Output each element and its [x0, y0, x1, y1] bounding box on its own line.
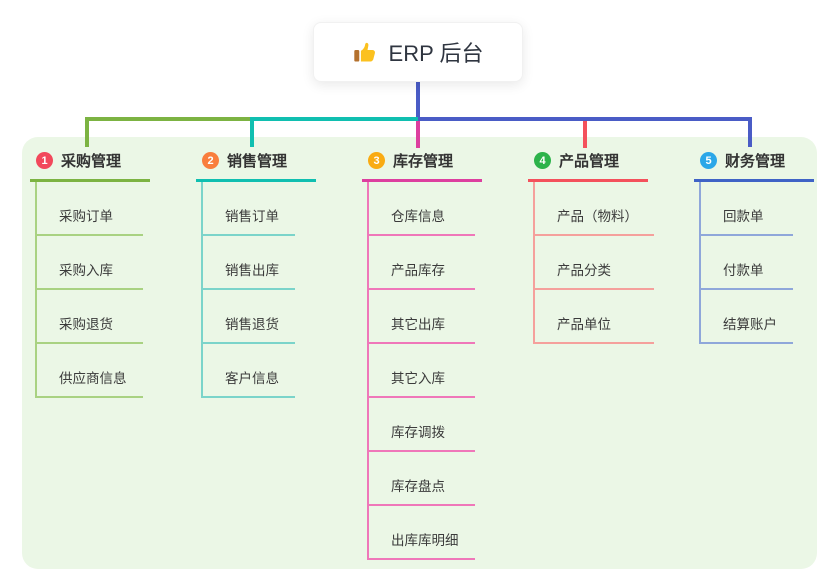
child-label: 销售出库 [225, 263, 279, 278]
child-node[interactable]: 回款单 [701, 182, 793, 236]
child-node[interactable]: 采购订单 [37, 182, 143, 236]
child-label: 付款单 [723, 263, 764, 278]
branch-column-purchase: 1 采购管理 采购订单 采购入库 采购退货 供应商信息 [30, 150, 190, 398]
drop-connector-finance [748, 117, 752, 147]
branch-children: 仓库信息 产品库存 其它出库 其它入库 库存调拨 库存盘点 出库库明细 [367, 182, 475, 560]
connector-segment-teal [253, 117, 418, 121]
branch-label: 采购管理 [61, 153, 122, 170]
child-node[interactable]: 结算账户 [701, 290, 793, 344]
branch-node-sales[interactable]: 2 销售管理 [196, 150, 316, 182]
branch-node-product[interactable]: 4 产品管理 [528, 150, 648, 182]
child-label: 采购订单 [59, 209, 113, 224]
thumbs-up-icon [353, 42, 375, 62]
child-label: 供应商信息 [59, 371, 127, 386]
drop-connector-inventory [416, 121, 420, 148]
child-label: 产品（物料） [557, 209, 638, 224]
child-node[interactable]: 销售订单 [203, 182, 295, 236]
child-node[interactable]: 产品（物料） [535, 182, 654, 236]
branch-label: 产品管理 [559, 153, 620, 170]
branch-column-inventory: 3 库存管理 仓库信息 产品库存 其它出库 其它入库 库存调拨 库存盘点 出库库… [362, 150, 522, 560]
branch-number-badge: 2 [202, 152, 219, 169]
branch-label: 财务管理 [725, 153, 786, 170]
branch-node-finance[interactable]: 5 财务管理 [694, 150, 814, 182]
child-label: 回款单 [723, 209, 764, 224]
child-node[interactable]: 产品库存 [369, 236, 475, 290]
child-node[interactable]: 仓库信息 [369, 182, 475, 236]
child-node[interactable]: 采购退货 [37, 290, 143, 344]
root-stem-connector [416, 82, 420, 118]
branch-column-sales: 2 销售管理 销售订单 销售出库 销售退货 客户信息 [196, 150, 356, 398]
branch-number-badge: 4 [534, 152, 551, 169]
child-node[interactable]: 库存盘点 [369, 452, 475, 506]
drop-connector-sales [250, 117, 254, 147]
child-label: 产品分类 [557, 263, 611, 278]
branch-number-badge: 3 [368, 152, 385, 169]
drop-connector-product [583, 121, 587, 148]
child-label: 结算账户 [723, 317, 777, 332]
child-node[interactable]: 其它入库 [369, 344, 475, 398]
child-node[interactable]: 销售退货 [203, 290, 295, 344]
branch-column-product: 4 产品管理 产品（物料） 产品分类 产品单位 [528, 150, 688, 344]
child-label: 销售退货 [225, 317, 279, 332]
branch-label: 销售管理 [227, 153, 288, 170]
child-node[interactable]: 出库库明细 [369, 506, 475, 560]
child-node[interactable]: 其它出库 [369, 290, 475, 344]
child-label: 库存调拨 [391, 425, 445, 440]
child-node[interactable]: 产品分类 [535, 236, 654, 290]
root-node[interactable]: ERP 后台 [313, 22, 523, 82]
child-node[interactable]: 供应商信息 [37, 344, 143, 398]
child-label: 仓库信息 [391, 209, 445, 224]
child-node[interactable]: 采购入库 [37, 236, 143, 290]
branch-children: 销售订单 销售出库 销售退货 客户信息 [201, 182, 295, 398]
branch-column-finance: 5 财务管理 回款单 付款单 结算账户 [694, 150, 839, 344]
branches-panel [22, 137, 817, 569]
child-label: 产品库存 [391, 263, 445, 278]
child-node[interactable]: 库存调拨 [369, 398, 475, 452]
child-node[interactable]: 客户信息 [203, 344, 295, 398]
branch-node-purchase[interactable]: 1 采购管理 [30, 150, 150, 182]
child-label: 采购退货 [59, 317, 113, 332]
child-label: 出库库明细 [391, 533, 459, 548]
connector-segment-green [85, 117, 253, 121]
child-label: 其它入库 [391, 371, 445, 386]
branch-number-badge: 5 [700, 152, 717, 169]
child-node[interactable]: 付款单 [701, 236, 793, 290]
child-label: 库存盘点 [391, 479, 445, 494]
child-label: 销售订单 [225, 209, 279, 224]
branch-children: 采购订单 采购入库 采购退货 供应商信息 [35, 182, 143, 398]
child-label: 其它出库 [391, 317, 445, 332]
branch-node-inventory[interactable]: 3 库存管理 [362, 150, 482, 182]
branch-children: 回款单 付款单 结算账户 [699, 182, 793, 344]
branch-number-badge: 1 [36, 152, 53, 169]
drop-connector-purchase [85, 117, 89, 147]
child-node[interactable]: 销售出库 [203, 236, 295, 290]
branch-children: 产品（物料） 产品分类 产品单位 [533, 182, 654, 344]
connector-segment-blue [418, 117, 752, 121]
child-label: 客户信息 [225, 371, 279, 386]
root-label: ERP 后台 [388, 41, 484, 66]
child-node[interactable]: 产品单位 [535, 290, 654, 344]
branch-label: 库存管理 [393, 153, 454, 170]
child-label: 采购入库 [59, 263, 113, 278]
child-label: 产品单位 [557, 317, 611, 332]
